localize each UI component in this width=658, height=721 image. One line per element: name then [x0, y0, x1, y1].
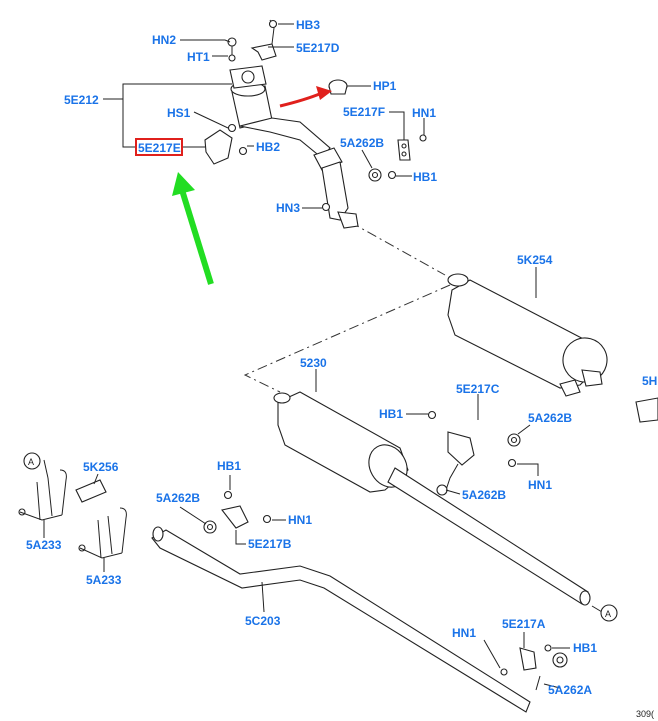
label-5a233-upper: 5A233 — [26, 538, 62, 552]
label-5a262b-left: 5A262B — [156, 491, 200, 505]
part-hp1 — [328, 79, 348, 95]
label-ht1: HT1 — [187, 50, 210, 64]
label-hb1-left: HB1 — [217, 459, 241, 473]
label-5e212: 5E212 — [64, 93, 99, 107]
label-5e217c: 5E217C — [456, 382, 500, 396]
callout-a-left: A — [28, 457, 34, 467]
label-hn3: HN3 — [276, 201, 300, 215]
label-hb1-top: HB1 — [413, 170, 437, 184]
label-5a262b-top: 5A262B — [340, 136, 384, 150]
green-arrow — [172, 172, 214, 285]
label-5e217f: 5E217F — [343, 105, 385, 119]
label-5c203: 5C203 — [245, 614, 281, 628]
label-5a233-lower: 5A233 — [86, 573, 122, 587]
pipe-5c203 — [151, 526, 531, 713]
pipe-5h-partial — [635, 397, 658, 423]
label-hn1-bottom: HN1 — [452, 626, 476, 640]
clamp-5k256 — [75, 479, 107, 503]
hanger-5e217a — [519, 647, 537, 671]
label-hn1-mid: HN1 — [528, 478, 552, 492]
insulator-5a262b-mid2 — [436, 484, 448, 496]
label-5a262b-mid: 5A262B — [528, 411, 572, 425]
callout-a-right-circle — [600, 604, 618, 622]
connection-dashed-line-upper — [349, 221, 446, 276]
label-5a262b-mid2: 5A262B — [462, 488, 506, 502]
label-hn2: HN2 — [152, 33, 176, 47]
red-arrow — [279, 86, 332, 108]
label-5k254: 5K254 — [517, 253, 553, 267]
label-hb1-bottom: HB1 — [573, 641, 597, 655]
muffler-5k254 — [447, 273, 608, 397]
leader-lines — [19, 23, 603, 689]
highlight-box — [135, 138, 183, 156]
label-5e217b: 5E217B — [248, 537, 292, 551]
label-5a262a: 5A262A — [548, 683, 592, 697]
bracket-5e217e — [204, 129, 233, 165]
label-hb1-mid: HB1 — [379, 407, 403, 421]
label-hb2: HB2 — [256, 140, 280, 154]
label-hp1: HP1 — [373, 79, 397, 93]
nut-hn3 — [321, 202, 331, 212]
label-5h: 5H — [642, 374, 657, 388]
footer-code: 309( — [636, 709, 654, 719]
label-5230: 5230 — [300, 356, 327, 370]
label-hn1-top: HN1 — [412, 106, 436, 120]
label-5e217d: 5E217D — [296, 41, 340, 55]
callout-a-right: A — [605, 609, 611, 619]
label-5e217e: 5E217E — [138, 141, 181, 155]
u-bolt-5a233-upper — [18, 469, 67, 521]
hanger-5e217c — [447, 431, 475, 466]
label-hs1: HS1 — [167, 106, 191, 120]
label-5k256: 5K256 — [83, 460, 119, 474]
connection-dashed-line-middle — [243, 284, 451, 393]
muffler-5230 — [273, 391, 591, 606]
label-hn1-left: HN1 — [288, 513, 312, 527]
hanger-5e217b — [221, 505, 249, 529]
callout-a-left-circle — [23, 452, 41, 470]
label-hb3: HB3 — [296, 18, 320, 32]
hanger-5e217f — [397, 139, 411, 161]
bracket-5e217d — [250, 43, 277, 61]
label-5e217a: 5E217A — [502, 617, 546, 631]
